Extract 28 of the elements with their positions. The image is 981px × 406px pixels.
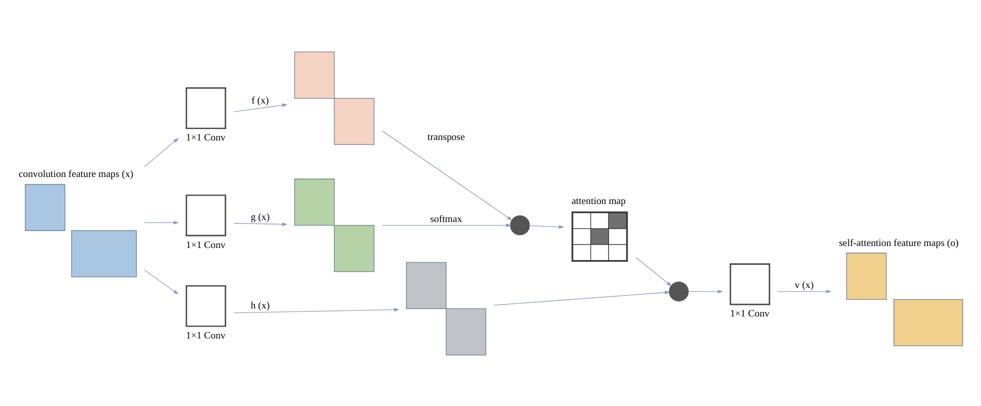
- edge-label: softmax: [430, 214, 462, 225]
- edge-label: f (x): [252, 95, 269, 106]
- node-label: 1×1 Conv: [186, 330, 226, 342]
- node-label: 1×1 Conv: [730, 308, 770, 320]
- arrow: [494, 290, 670, 306]
- node-label: self-attention feature maps (o): [838, 237, 959, 248]
- edge-label: h (x): [250, 300, 270, 312]
- node-circle: [668, 281, 689, 301]
- edge-label: g (x): [250, 212, 270, 223]
- arrow: [144, 220, 179, 224]
- arrow: [144, 137, 179, 167]
- arrow: [529, 224, 564, 228]
- arrow: [234, 222, 288, 226]
- arrow: [234, 102, 288, 112]
- edge-label: transpose: [427, 131, 465, 142]
- node-label: attention map: [572, 196, 626, 207]
- arrow: [382, 222, 512, 227]
- node-circle: [510, 214, 530, 235]
- arrow: [233, 307, 400, 313]
- arrow: [777, 289, 832, 293]
- edge-label: v (x): [794, 280, 814, 291]
- node-label: 1×1 Conv: [186, 239, 226, 250]
- arrow: [382, 130, 512, 220]
- node-label: 1×1 Conv: [186, 132, 226, 144]
- arrow: [635, 256, 672, 286]
- node-label: convolution feature maps (x): [18, 168, 134, 180]
- arrow: [144, 269, 179, 294]
- arrow: [688, 289, 724, 293]
